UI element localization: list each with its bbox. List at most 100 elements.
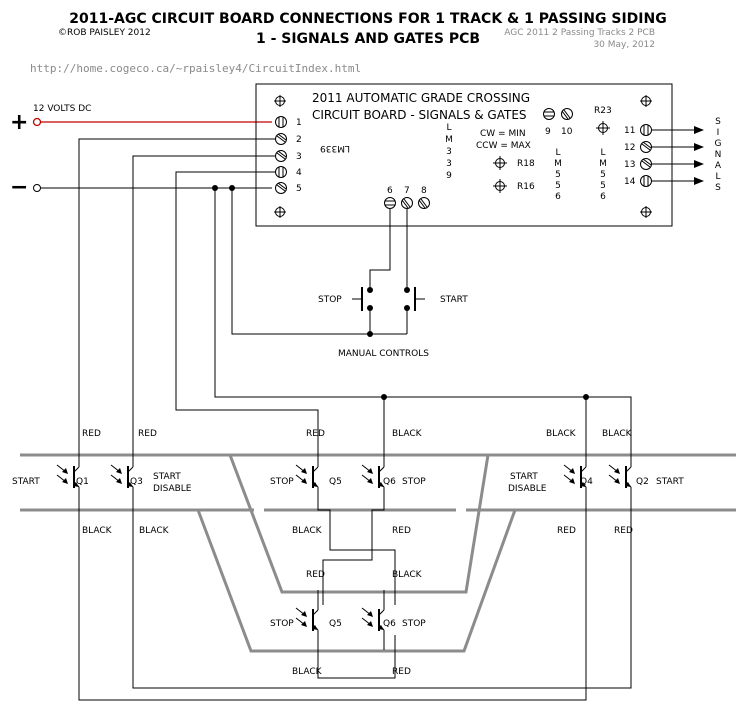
wire-label-black: BLACK	[139, 526, 170, 536]
start-pushbutton-icon[interactable]	[414, 287, 425, 311]
contact-dot	[367, 305, 373, 311]
terminal-label: 11	[624, 126, 635, 136]
wire-label-black: BLACK	[546, 429, 577, 439]
terminal-screw-icon	[275, 166, 287, 178]
stop-pushbutton-icon[interactable]	[352, 287, 363, 311]
terminal-screw-icon	[275, 182, 287, 194]
phototransistor-icon	[361, 447, 385, 507]
terminal-screw-icon	[640, 124, 652, 136]
vertical-letter: 9	[446, 171, 452, 181]
title-line-2: 1 - SIGNALS AND GATES PCB	[256, 31, 480, 47]
vertical-letter: 6	[600, 192, 606, 202]
sensor-function-label: DISABLE	[153, 484, 192, 494]
wire-q6-siding-return	[322, 492, 385, 605]
wire-label-black: BLACK	[392, 570, 423, 580]
terminal-label: 7	[404, 186, 410, 196]
phototransistor-icon	[361, 590, 385, 650]
mounting-hole-icon	[274, 95, 286, 107]
terminal-screw-icon	[561, 108, 573, 120]
contact-dot	[404, 305, 410, 311]
manual-controls-label: MANUAL CONTROLS	[338, 349, 429, 359]
sensor-function-label: STOP	[270, 477, 294, 487]
vertical-letter: I	[717, 128, 720, 138]
power-voltage-label: 12 VOLTS DC	[33, 104, 91, 114]
vertical-letter: 3	[446, 147, 452, 157]
wire-terminal-3	[132, 155, 275, 462]
sensor-id-label: Q5	[329, 619, 342, 629]
sensor-id-label: Q2	[636, 477, 649, 487]
phototransistor-icon	[295, 590, 319, 650]
junction-dot	[583, 394, 589, 400]
terminal-label: 9	[545, 127, 551, 137]
wire-label-red: RED	[557, 526, 576, 536]
sensor-id-label: Q3	[130, 477, 143, 487]
contact-dot	[404, 287, 410, 293]
start-button-label: START	[440, 295, 468, 305]
terminal-screw-icon	[401, 197, 413, 209]
terminal-screw-icon	[275, 150, 287, 162]
wire-q5-siding-return	[317, 492, 396, 605]
wire-label-black: BLACK	[292, 667, 323, 677]
sensor-group	[56, 447, 632, 650]
sensor-id-label: Q5	[329, 477, 342, 487]
sensor-function-label: STOP	[402, 619, 426, 629]
wire-label-red: RED	[138, 429, 157, 439]
wire-label-red: RED	[306, 429, 325, 439]
sensor-function-label: STOP	[270, 619, 294, 629]
sensor-id-label: Q6	[383, 619, 396, 629]
junction-dot	[367, 331, 373, 337]
terminal-label: 8	[421, 186, 427, 196]
ccw-max-label: CCW = MAX	[476, 141, 531, 151]
terminal-screw-icon	[275, 133, 287, 145]
wire-label-black: BLACK	[292, 526, 323, 536]
vertical-letter: N	[715, 150, 722, 160]
trimpot-icon	[493, 156, 507, 170]
terminal-label: 1	[296, 118, 302, 128]
wire-terminal-6	[369, 209, 391, 290]
vertical-letter: M	[599, 159, 607, 169]
terminal-label: 4	[296, 168, 302, 178]
board-title-line-2: CIRCUIT BOARD - SIGNALS & GATES	[312, 108, 527, 122]
wire-label-red: RED	[614, 526, 633, 536]
wire-label-red: RED	[306, 570, 325, 580]
mounting-hole-icon	[640, 95, 652, 107]
mounting-hole-icon	[640, 206, 652, 218]
terminal-screw-icon	[640, 141, 652, 153]
terminal-label: 12	[624, 143, 635, 153]
mounting-hole-icon	[274, 206, 286, 218]
sensor-id-label: Q6	[383, 477, 396, 487]
source-url[interactable]: http://home.cogeco.ca/~rpaisley4/Circuit…	[30, 62, 361, 75]
sensor-function-label: STOP	[402, 477, 426, 487]
author-credit: ©ROB PAISLEY 2012	[58, 28, 151, 38]
junction-dot	[381, 394, 387, 400]
signal-output-arrows	[652, 126, 704, 185]
file-reference: AGC 2011 2 Passing Tracks 2 PCB	[504, 28, 655, 38]
vertical-letter: A	[715, 161, 722, 171]
main-track	[20, 453, 736, 512]
terminal-label: 6	[387, 186, 393, 196]
sensor-function-label: START	[12, 477, 40, 487]
r23-label: R23	[594, 106, 612, 116]
lm339-chip-label: LM339	[320, 143, 350, 153]
wire-siding-loop	[317, 635, 396, 679]
contact-dot	[367, 287, 373, 293]
vertical-letter: S	[715, 183, 721, 193]
vertical-letter: 5	[555, 170, 561, 180]
vertical-letter: G	[715, 139, 722, 149]
vertical-letter: 6	[555, 192, 561, 202]
sensor-id-label: Q4	[580, 477, 593, 487]
wire-q1-q4-return	[78, 492, 587, 701]
sensor-function-label: START	[656, 477, 684, 487]
positive-terminal	[32, 117, 42, 127]
sensor-function-label: START	[153, 472, 181, 482]
negative-terminal	[33, 184, 41, 192]
signals-vertical-label: SIGNALS	[715, 117, 722, 193]
wire-manual-ground	[231, 188, 370, 335]
board-title-line-1: 2011 AUTOMATIC GRADE CROSSING	[312, 91, 530, 105]
terminal-label: 14	[624, 177, 636, 187]
r18-label: R18	[517, 159, 535, 169]
title-line-1: 2011-AGC CIRCUIT BOARD CONNECTIONS FOR 1…	[69, 11, 666, 27]
terminal-screw-icon	[640, 158, 652, 170]
